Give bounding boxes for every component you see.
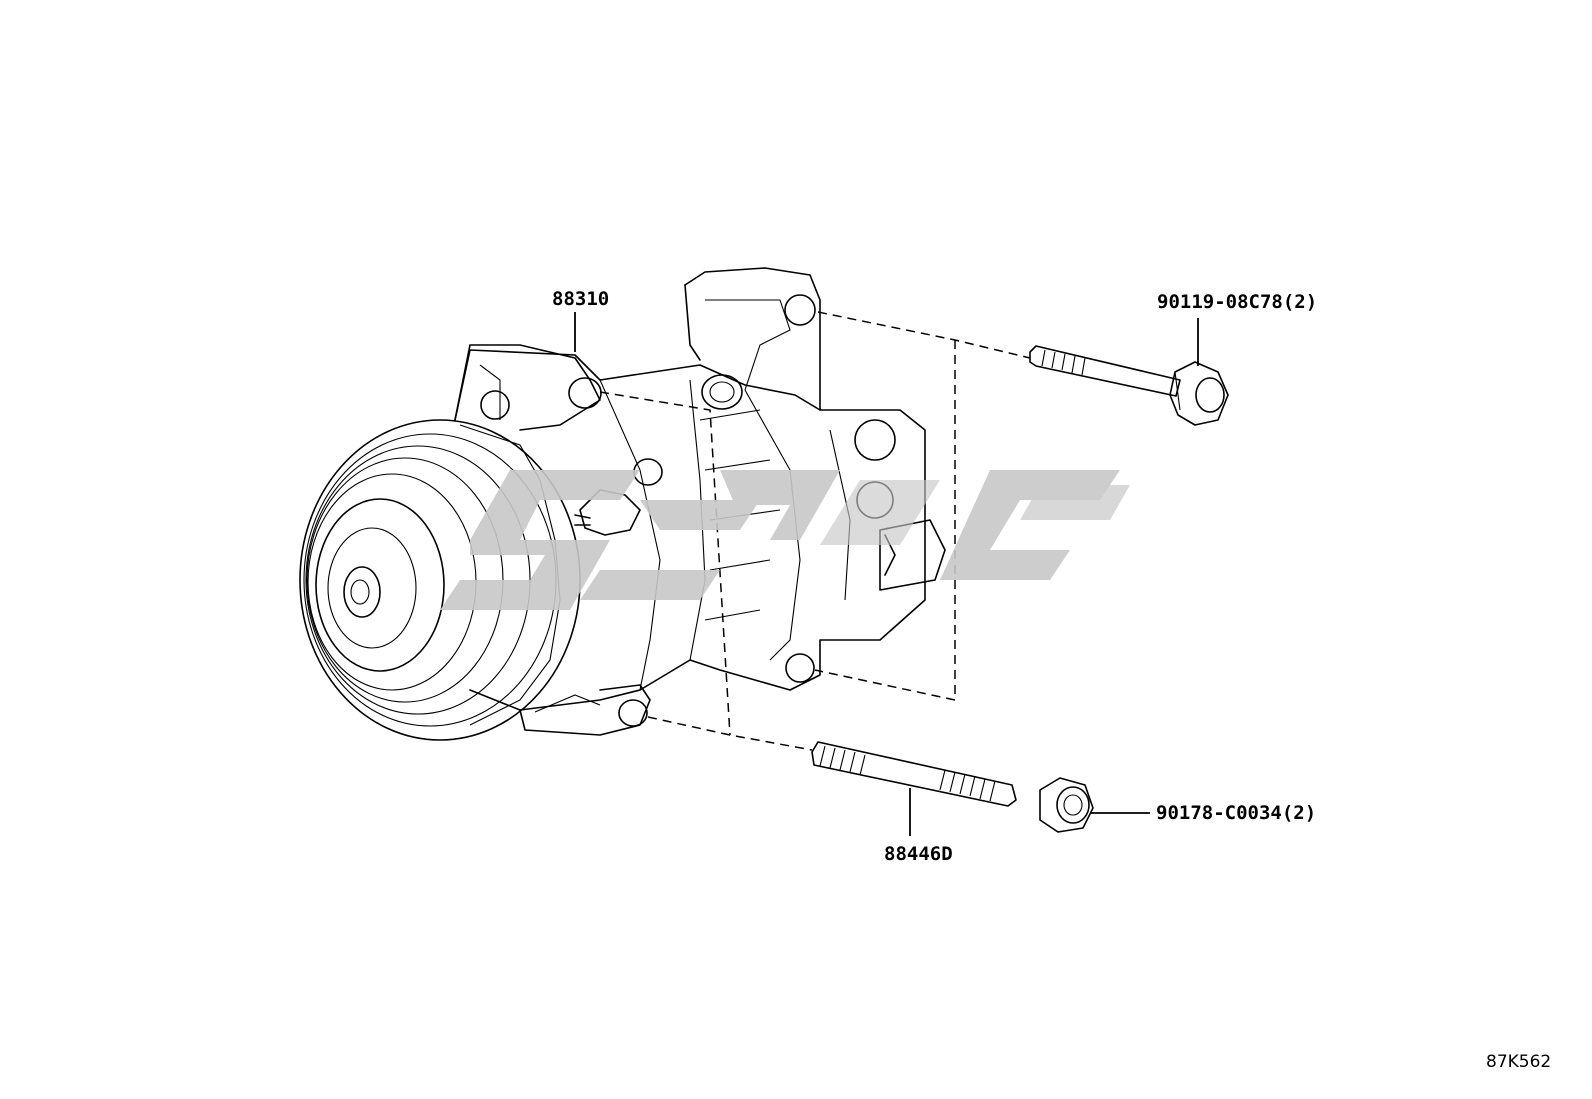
flange-bolt-drawing: [1029, 345, 1229, 426]
callout-flange-bolt[interactable]: 90119-08C78(2): [1157, 291, 1317, 313]
compressor-drawing: [454, 267, 946, 736]
callout-nut[interactable]: 90178-C0034(2): [1156, 802, 1316, 824]
assembly-lines: [599, 311, 1031, 751]
nut-drawing: [1039, 777, 1094, 833]
callout-compressor[interactable]: 88310: [552, 288, 609, 310]
diagram-reference-code: 87K562: [1486, 1052, 1551, 1072]
callout-stud[interactable]: 88446D: [884, 843, 953, 865]
logo-watermark: [440, 470, 1130, 610]
stud-drawing: [811, 741, 1017, 807]
leader-lines: [574, 312, 1199, 836]
